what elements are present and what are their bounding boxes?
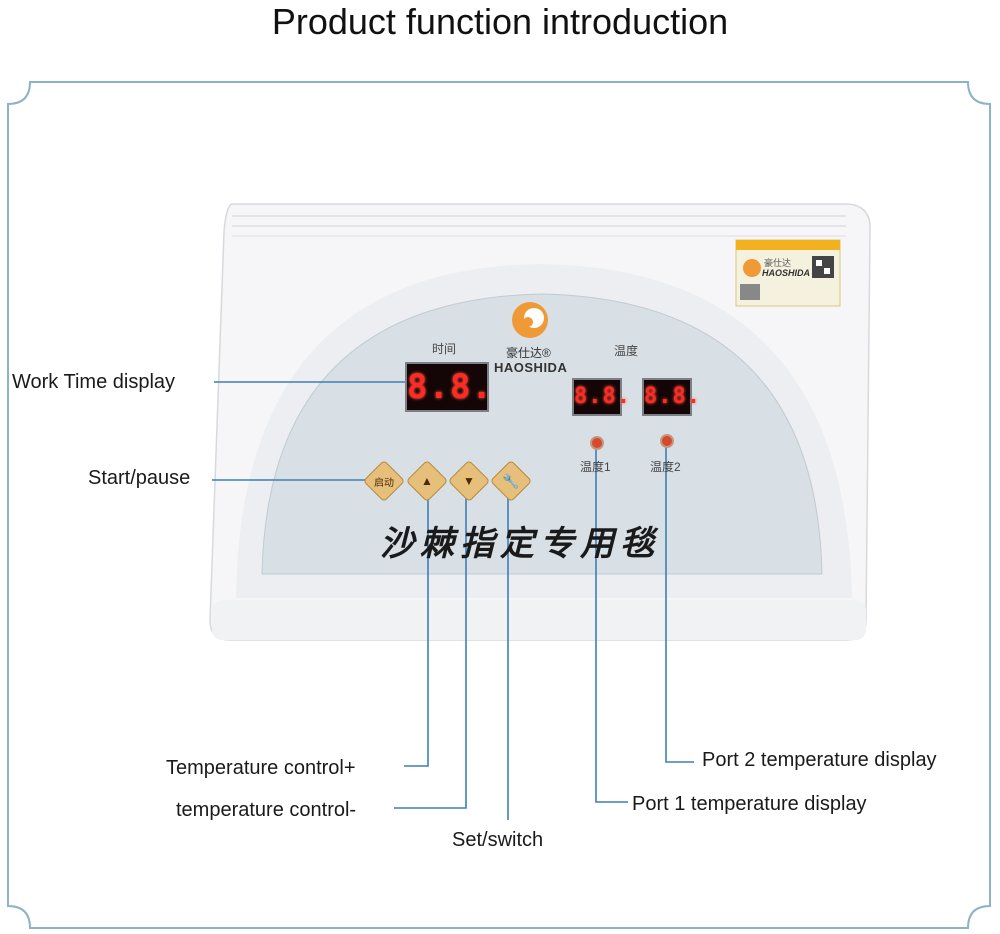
front-lip (212, 600, 866, 640)
label-temp-minus: temperature control- (176, 799, 357, 821)
brand-name: HAOSHIDA (494, 360, 568, 375)
content-frame (7, 81, 991, 929)
callout-line-port1 (595, 448, 628, 803)
up-arrow-icon: ▲ (421, 474, 433, 488)
temp1-label: 温度1 (580, 460, 611, 474)
label-set-switch: Set/switch (452, 829, 544, 851)
panel-slogan: 沙棘指定专用毯 (380, 524, 660, 564)
label-work-time: Work Time display (12, 371, 176, 393)
label-temp-plus: Temperature control+ (166, 757, 356, 779)
time-label: 时间 (432, 342, 457, 356)
sticker-brand: HAOSHIDA (762, 268, 811, 278)
port2-temp-display: 8.8. (642, 378, 700, 416)
down-arrow-icon: ▼ (463, 474, 475, 488)
callout-line-temp-minus (394, 482, 467, 809)
label-port2: Port 2 temperature display (702, 749, 937, 771)
callout-line-temp-plus (404, 482, 429, 767)
brand-cn: 豪仕达® (506, 346, 551, 360)
set-switch-button[interactable]: 🔧 (489, 459, 533, 503)
start-pause-button[interactable]: 启动 (362, 459, 406, 503)
temp-minus-button[interactable]: ▼ (447, 459, 491, 503)
label-start-pause: Start/pause (88, 467, 191, 489)
temp2-label: 温度2 (650, 460, 681, 474)
port2-indicator-led (660, 434, 674, 448)
page-title: Product function introduction (271, 1, 729, 42)
start-button-label: 启动 (374, 477, 394, 489)
work-time-display: 8.8. (405, 362, 492, 412)
temp-plus-button[interactable]: ▲ (405, 459, 449, 503)
callout-line-port2 (665, 446, 694, 763)
sticker-brand-cn: 豪仕达 (764, 258, 792, 268)
port1-indicator-led (590, 436, 604, 450)
temp-label: 温度 (614, 344, 639, 358)
port1-temp-display: 8.8. (572, 378, 630, 416)
wrench-icon: 🔧 (502, 472, 520, 489)
label-port1: Port 1 temperature display (632, 793, 867, 815)
display-panel (261, 293, 823, 575)
